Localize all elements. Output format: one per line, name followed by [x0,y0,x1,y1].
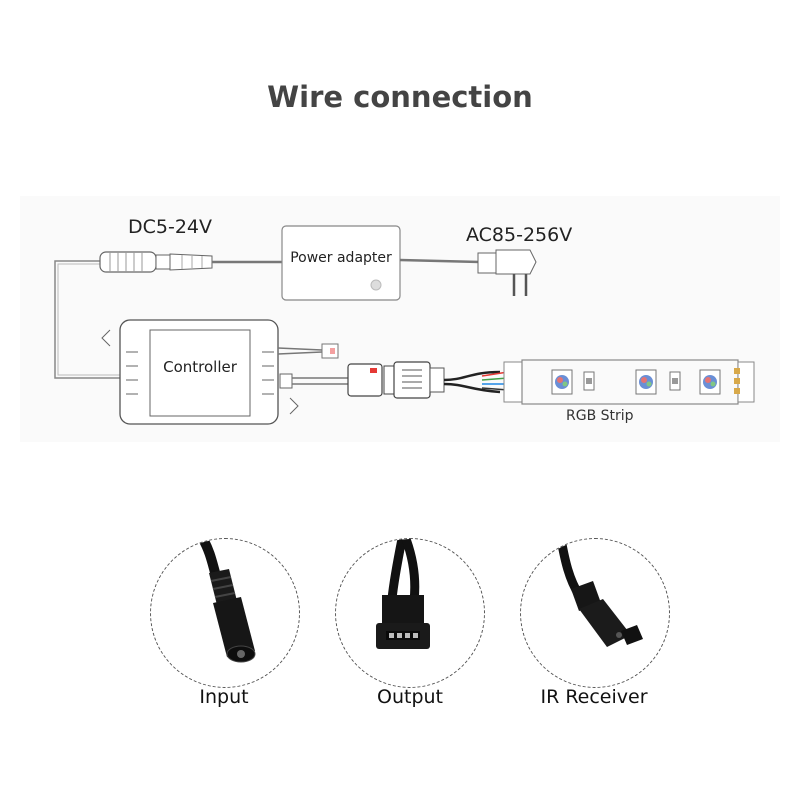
led-chip-icon [635,369,657,395]
ac-voltage-label: AC85-256V [466,224,573,246]
dc-female-jack-icon [198,539,256,663]
output-connector-label: Output [377,686,443,708]
dc-input-wire [54,260,120,379]
page-title: Wire connection [267,80,533,114]
ir-receiver-connector-icon [556,539,643,647]
input-connector-card [150,538,300,688]
led-chip-icon [699,369,721,395]
rgb-4pin-connector-icon [376,539,430,649]
dc-plug-icon [99,251,213,273]
output-connector-female [347,363,383,397]
rgb-strip-label: RGB Strip [566,408,634,424]
rgb-strip [503,359,755,405]
power-adapter-led [370,279,382,291]
output-connector-male [383,361,445,399]
ir-receiver-connector-label: IR Receiver [540,686,648,708]
power-adapter-label: Power adapter [290,250,392,266]
led-chip-icon [551,369,573,395]
controller-box [101,319,299,425]
ir-receiver-connector-card [520,538,670,688]
ac-plug-icon [477,249,537,296]
dc-voltage-label: DC5-24V [128,216,213,238]
output-connector-card [335,538,485,688]
input-connector-label: Input [199,686,249,708]
power-adapter-box [281,225,401,301]
controller-label: Controller [163,358,237,376]
